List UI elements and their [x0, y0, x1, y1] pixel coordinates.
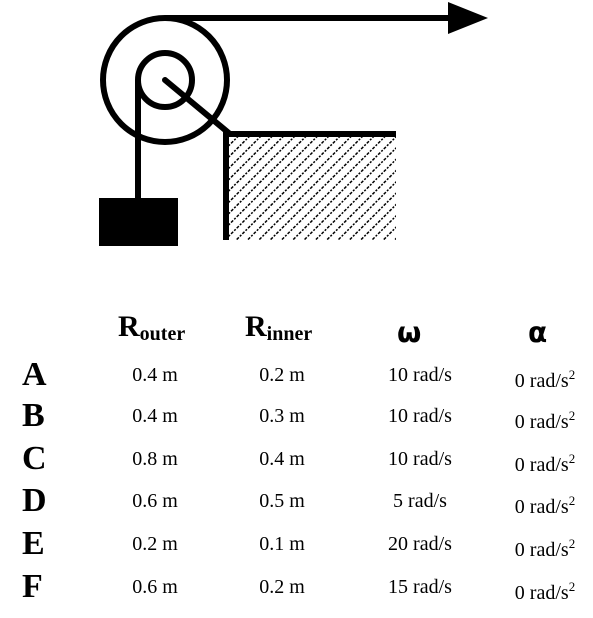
- alpha-value: 0 rad/s2: [514, 493, 576, 518]
- table-row: C 0.8 m 0.4 m 10 rad/s 0 rad/s2: [0, 439, 593, 479]
- alpha-value: 0 rad/s2: [514, 579, 576, 604]
- table-row: A 0.4 m 0.2 m 10 rad/s 0 rad/s2: [0, 355, 593, 395]
- force-arrow-head: [448, 2, 488, 34]
- table-row: B 0.4 m 0.3 m 10 rad/s 0 rad/s2: [0, 396, 593, 436]
- r-inner-value: 0.4 m: [259, 448, 305, 470]
- omega-value: 15 rad/s: [388, 576, 452, 598]
- omega-value: 10 rad/s: [388, 364, 452, 386]
- pulley-diagram: [99, 2, 488, 246]
- alpha-value: 0 rad/s2: [514, 451, 576, 476]
- r-outer-value: 0.8 m: [132, 448, 178, 470]
- header-alpha: α: [528, 316, 548, 349]
- omega-value: 10 rad/s: [388, 448, 452, 470]
- header-omega: ω: [397, 316, 422, 349]
- header-r-inner: Rinner: [245, 310, 313, 345]
- omega-value: 10 rad/s: [388, 405, 452, 427]
- r-outer-value: 0.2 m: [132, 533, 178, 555]
- alpha-value: 0 rad/s2: [514, 536, 576, 561]
- r-inner-value: 0.3 m: [259, 405, 305, 427]
- table-row: E 0.2 m 0.1 m 20 rad/s 0 rad/s2: [0, 524, 593, 564]
- r-outer-value: 0.6 m: [132, 490, 178, 512]
- row-label: E: [22, 525, 45, 562]
- table-row: D 0.6 m 0.5 m 5 rad/s 0 rad/s2: [0, 481, 593, 521]
- row-label: D: [22, 482, 47, 519]
- header-r-outer: Router: [118, 310, 186, 345]
- row-label: C: [22, 440, 47, 477]
- omega-value: 20 rad/s: [388, 533, 452, 555]
- r-inner-value: 0.2 m: [259, 364, 305, 386]
- alpha-value: 0 rad/s2: [514, 408, 576, 433]
- table-row: F 0.6 m 0.2 m 15 rad/s 0 rad/s2: [0, 567, 593, 607]
- r-inner-value: 0.5 m: [259, 490, 305, 512]
- ground-block: [228, 134, 396, 240]
- row-label: F: [22, 568, 43, 605]
- r-inner-value: 0.1 m: [259, 533, 305, 555]
- r-outer-value: 0.6 m: [132, 576, 178, 598]
- row-label: B: [22, 397, 45, 434]
- row-label: A: [22, 356, 47, 393]
- r-inner-value: 0.2 m: [259, 576, 305, 598]
- r-outer-value: 0.4 m: [132, 364, 178, 386]
- alpha-value: 0 rad/s2: [514, 367, 576, 392]
- hanging-mass: [99, 198, 178, 246]
- r-outer-value: 0.4 m: [132, 405, 178, 427]
- omega-value: 5 rad/s: [393, 490, 447, 512]
- support-arm: [162, 77, 233, 137]
